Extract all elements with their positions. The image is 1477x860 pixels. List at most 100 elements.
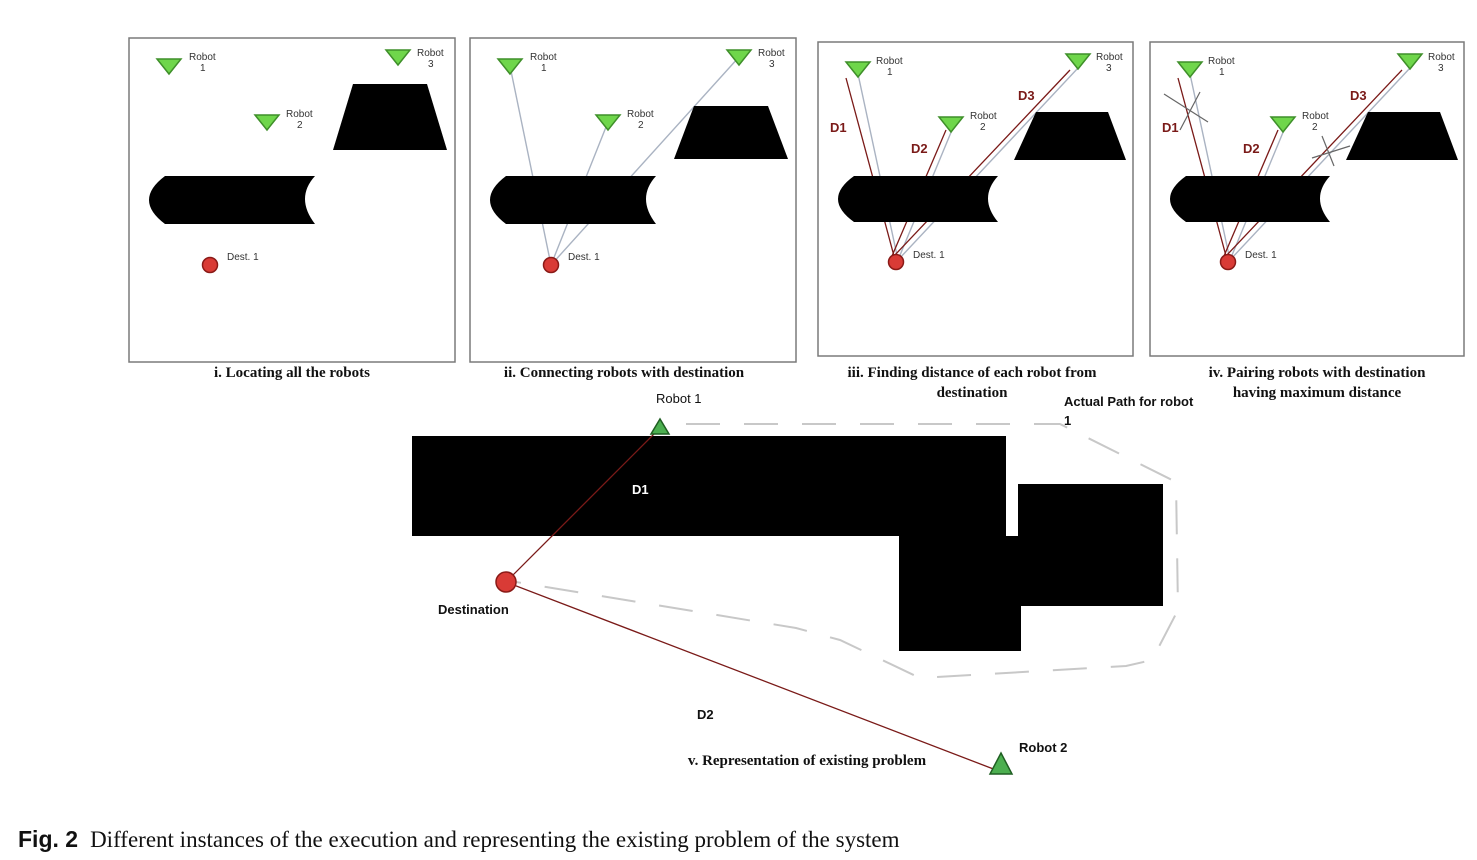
robot-number: 3 [769,59,775,70]
robot-3: Robot 3 [1396,52,1455,74]
robot-3: Robot 3 [725,48,785,70]
robot-label: Robot [1208,56,1235,67]
destination-marker-icon [201,256,219,274]
robot-marker-icon [725,49,753,67]
robot-number: 3 [428,59,434,70]
distance-line-d1 [505,427,661,583]
robot-2-marker-icon [988,751,1014,775]
connect-line-robot-3 [550,56,740,266]
destination-label: Dest. 1 [568,252,600,263]
trapezoid-obstacle [674,106,788,159]
destination-marker-icon [542,256,560,274]
robot-number: 1 [541,63,547,74]
panel-3-caption-line-2: destination [937,385,1009,401]
robot-label: Robot [1096,52,1123,63]
robot-1: Robot 1 [844,56,903,79]
robot-number: 1 [200,63,206,74]
robot-1-marker-icon [649,417,671,435]
robot-number: 2 [1312,122,1318,133]
robot-label: Robot [286,109,313,120]
long-obstacle [149,176,315,224]
robot-label: Robot [1302,111,1329,122]
long-obstacle [1170,176,1330,222]
robot-label: Robot [189,52,216,63]
distance-line-d3 [1225,69,1403,257]
robot-1: Robot 1 [155,52,216,76]
robot-3: Robot 3 [384,48,444,70]
long-obstacle [838,176,998,222]
panel-3: Robot 1 Robot 2 Robot 3 D1 D2 D3 Dest. 1 [817,41,1134,357]
distance-label-d3: D3 [1018,88,1035,103]
trapezoid-obstacle [333,84,447,150]
panel-4-caption-line-1: iv. Pairing robots with destination [1209,365,1426,381]
distance-label-d2: D2 [911,141,928,156]
panel-2-caption: ii. Connecting robots with destination [504,365,745,381]
robot-marker-icon [1269,116,1297,134]
robot-number: 3 [1106,63,1112,74]
robot-3: Robot 3 [1064,52,1123,74]
connect-line-robot-1 [1189,73,1231,261]
robot-2: Robot 2 [937,111,997,134]
distance-label-d3: D3 [1350,88,1367,103]
actual-path-label-line-2: 1 [1064,413,1071,428]
robot-marker-icon [384,49,412,67]
cross-mark-d1-icon [1163,91,1209,131]
robot-2-label: Robot 2 [1019,740,1067,755]
robot-marker-icon [594,114,622,132]
big-obstacle [412,436,1163,651]
distance-line-d3 [893,69,1071,257]
robot-number: 2 [980,122,986,133]
robot-number: 2 [297,120,303,131]
destination-marker-icon [1219,253,1237,271]
panel-1: Robot 1 Robot 2 Robot 3 Dest. 1 [128,37,456,363]
robot-label: Robot [1428,52,1455,63]
destination-label: Dest. 1 [1245,250,1277,261]
robot-number: 1 [1219,67,1225,78]
panel-1-caption: i. Locating all the robots [214,365,370,381]
robot-1-label: Robot 1 [656,391,702,406]
robot-number: 3 [1438,63,1444,74]
robot-label: Robot [530,52,557,63]
panel-3-caption-line-1: iii. Finding distance of each robot from [847,365,1097,381]
figure-canvas: Robot 1 Robot 2 Robot 3 Dest. 1 i. Locat… [128,37,1465,775]
destination-marker-icon [495,571,517,593]
robot-number: 2 [638,120,644,131]
panel-4: Robot 1 Robot 2 Robot 3 D1 D2 D3 Dest. 1 [1149,41,1465,357]
robot-2: Robot 2 [253,109,313,132]
trapezoid-obstacle [1346,112,1458,160]
long-obstacle [490,176,656,224]
trapezoid-obstacle [1014,112,1126,160]
panel-4-caption-line-2: having maximum distance [1233,385,1402,401]
connect-line-robot-3 [897,67,1079,261]
d1-label: D1 [632,482,649,497]
figure-caption-text: Different instances of the execution and… [90,827,900,852]
robot-1: Robot 1 [1176,56,1235,79]
actual-path-label-line-1: Actual Path for robot [1064,394,1194,409]
destination-label: Dest. 1 [227,252,259,263]
distance-label-d1: D1 [1162,120,1179,135]
actual-path-robot-1 [515,423,1180,680]
robot-marker-icon [1064,53,1092,71]
robot-label: Robot [758,48,785,59]
robot-marker-icon [1176,61,1204,79]
distance-label-d1: D1 [830,120,847,135]
distance-line-d1 [845,77,895,257]
connect-line-robot-3 [1229,67,1411,261]
robot-marker-icon [253,114,281,132]
destination-label: Dest. 1 [913,250,945,261]
d2-label: D2 [697,707,714,722]
destination-marker-icon [887,253,905,271]
distance-line-d2 [505,581,997,771]
cross-mark-d3-icon [1311,135,1351,167]
robot-label: Robot [970,111,997,122]
robot-2: Robot 2 [594,109,654,132]
panel-5: Robot 1 Robot 2 Destination D1 D2 Actual… [412,391,1194,775]
robot-marker-icon [844,61,872,79]
robot-marker-icon [155,58,183,76]
robot-number: 1 [887,67,893,78]
robot-marker-icon [1396,53,1424,71]
panel-5-caption: v. Representation of existing problem [688,753,927,769]
figure-number: Fig. 2 [18,826,79,852]
robot-2: Robot 2 [1269,111,1329,134]
robot-label: Robot [876,56,903,67]
